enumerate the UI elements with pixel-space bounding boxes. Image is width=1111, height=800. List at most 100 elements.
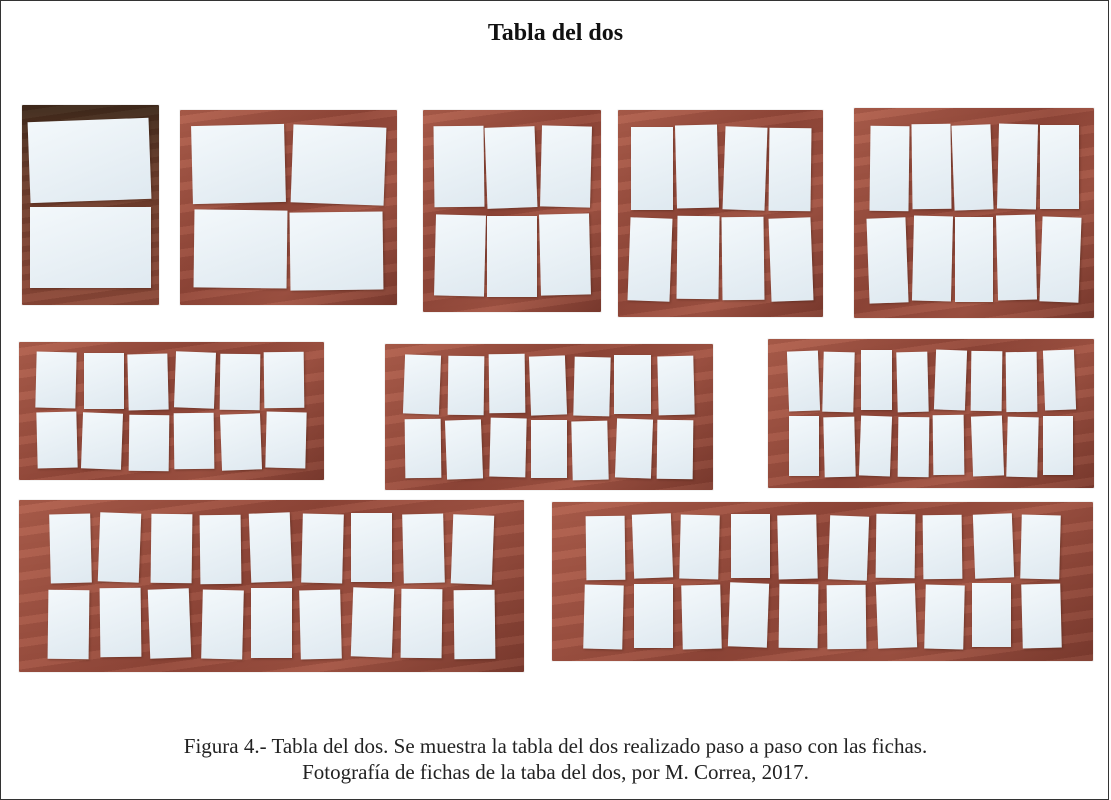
paper-card [585,515,625,581]
paper-card [970,350,1002,412]
paper-card [300,513,344,585]
paper-card [858,414,892,477]
paper-card [538,213,591,296]
paper-card [453,589,496,660]
paper-card [583,585,624,650]
paper-card [351,512,393,582]
figure-caption: Figura 4.- Tabla del dos. Se muestra la … [0,733,1111,785]
paper-card [679,514,721,580]
paper-card [934,349,967,411]
paper-card [193,209,288,290]
paper-card [530,419,568,479]
paper-card [777,514,818,580]
paper-card [826,585,866,650]
paper-card [680,584,722,650]
paper-card [768,217,814,303]
paper-card [631,513,674,579]
paper-card [404,418,442,478]
paper-card [954,217,994,302]
paper-card [200,589,244,660]
paper-card [971,583,1011,648]
paper-card [250,588,293,658]
paper-card [1005,351,1037,413]
paper-card [721,216,765,301]
paper-card [1039,215,1082,302]
paper-card [896,351,929,412]
photo-8 [768,339,1094,488]
paper-card [1043,349,1077,411]
paper-card [788,416,820,477]
paper-card [403,354,442,415]
paper-card [83,353,124,409]
photo-3 [423,110,601,312]
paper-card [630,127,673,211]
paper-card [1042,415,1074,476]
paper-card [656,419,694,480]
paper-card [47,589,90,660]
paper-card [150,513,193,584]
paper-card [922,515,963,580]
paper-card [220,413,263,471]
paper-card [49,513,93,585]
photo-4 [618,110,823,317]
photo-5 [854,108,1094,318]
paper-card [290,124,387,207]
paper-card [200,514,243,585]
paper-card [1040,124,1079,210]
paper-card [27,117,151,203]
paper-card [99,587,142,658]
paper-card [875,513,916,579]
paper-card [822,351,855,413]
paper-card [1021,583,1062,649]
paper-card [350,587,395,658]
caption-line-1: Figura 4.- Tabla del dos. Se muestra la … [183,734,928,758]
paper-card [299,589,343,660]
paper-card [910,123,951,209]
paper-card [264,411,307,469]
paper-card [128,414,170,471]
photo-10 [552,502,1093,661]
figure-title: Tabla del dos [487,20,624,46]
paper-card [433,125,484,208]
paper-card [289,210,384,291]
photo-2 [180,110,397,305]
paper-card [36,411,79,469]
paper-card [489,417,527,478]
paper-card [572,356,611,417]
paper-card [768,127,812,212]
paper-card [30,207,151,288]
photo-9 [19,500,524,672]
paper-card [488,354,526,414]
paper-card [447,356,485,416]
paper-card [80,412,123,470]
paper-card [627,216,673,302]
paper-card [730,513,770,578]
paper-card [911,215,953,302]
paper-card [540,124,592,208]
paper-card [127,353,169,411]
paper-card [445,419,484,480]
paper-card [951,124,994,211]
paper-card [722,125,768,211]
paper-card [248,512,293,584]
paper-card [433,213,486,297]
paper-card [634,583,674,648]
paper-card [727,582,770,648]
paper-card [263,351,305,408]
paper-card [866,217,909,304]
paper-card [786,350,820,412]
paper-card [614,355,651,414]
paper-card [778,584,819,649]
paper-card [869,125,909,211]
paper-card [219,353,261,410]
paper-card [861,350,893,411]
paper-card [614,418,653,479]
paper-card [997,123,1039,209]
paper-card [528,355,567,416]
paper-card [191,123,287,205]
paper-card [402,513,446,584]
paper-card [173,412,215,469]
paper-card [487,215,537,298]
paper-card [657,355,696,416]
paper-card [970,415,1004,477]
